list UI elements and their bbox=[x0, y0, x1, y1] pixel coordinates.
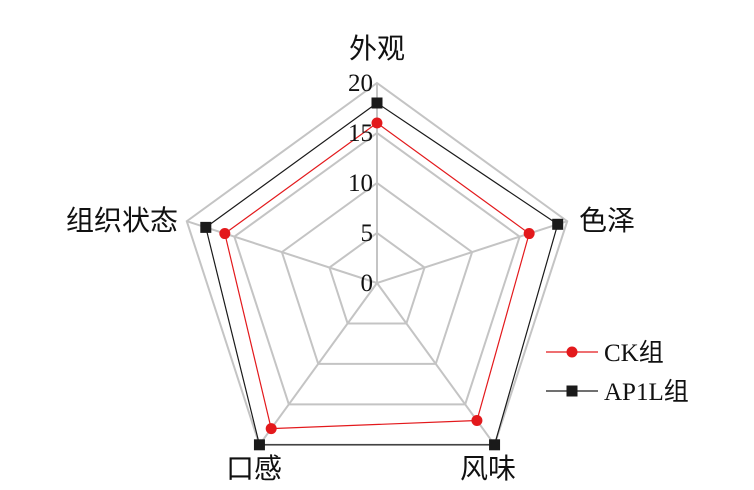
tick-label: 0 bbox=[361, 270, 374, 297]
data-point bbox=[371, 117, 383, 129]
data-point bbox=[471, 415, 483, 427]
legend-item: AP1L组 bbox=[546, 378, 689, 406]
series-1 bbox=[200, 97, 564, 451]
grid-spoke bbox=[376, 220, 568, 284]
legend-label: AP1L组 bbox=[604, 378, 689, 406]
grid-ring bbox=[280, 181, 474, 365]
legend-item: CK组 bbox=[546, 339, 664, 367]
data-point bbox=[265, 423, 277, 435]
radar-tick-labels: 0 5 10 15 20 bbox=[348, 70, 373, 297]
axis-label: 口感 bbox=[226, 452, 282, 485]
data-point bbox=[200, 221, 212, 233]
grid-ring bbox=[328, 231, 426, 325]
data-point bbox=[371, 97, 383, 109]
axis-label: 组织状态 bbox=[66, 204, 178, 237]
radar-series bbox=[200, 97, 564, 451]
tick-label: 20 bbox=[348, 70, 373, 97]
tick-label: 10 bbox=[348, 170, 373, 197]
series-line bbox=[224, 122, 530, 430]
axis-label: 风味 bbox=[460, 452, 516, 485]
grid-ring bbox=[233, 131, 521, 406]
grid-spoke bbox=[186, 220, 378, 284]
axis-label: 外观 bbox=[349, 32, 405, 65]
data-point bbox=[219, 228, 231, 240]
data-point bbox=[523, 228, 535, 240]
data-point bbox=[253, 439, 265, 451]
legend-label: CK组 bbox=[604, 339, 664, 367]
series-line bbox=[205, 102, 559, 446]
legend-marker bbox=[566, 385, 578, 397]
tick-label: 5 bbox=[361, 220, 374, 247]
grid-spoke bbox=[258, 282, 378, 446]
data-point bbox=[489, 439, 501, 451]
data-point bbox=[552, 218, 564, 230]
series-0 bbox=[219, 117, 535, 435]
legend-marker bbox=[566, 346, 578, 358]
axis-label: 色泽 bbox=[579, 204, 635, 237]
tick-label: 15 bbox=[348, 120, 373, 147]
legend: CK组 AP1L组 bbox=[546, 339, 689, 406]
radar-grid bbox=[185, 81, 569, 446]
